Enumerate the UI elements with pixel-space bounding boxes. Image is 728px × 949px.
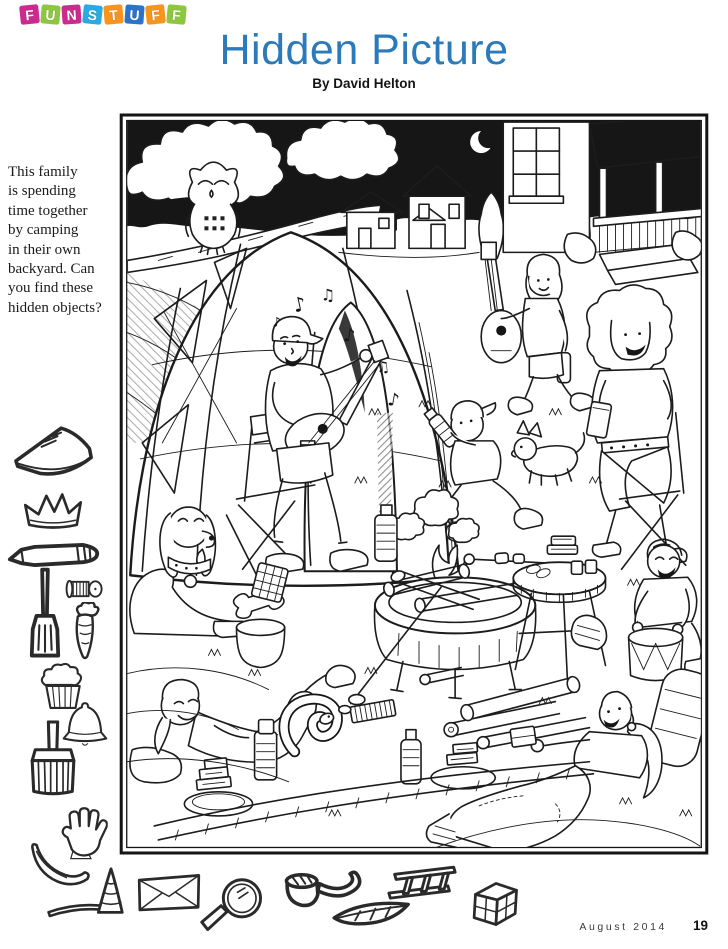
- logo-letter-tile: S: [82, 4, 103, 25]
- grass-tufts: [207, 399, 693, 817]
- logo-letter-tile: U: [40, 4, 61, 25]
- intro-line: backyard. Can: [8, 261, 95, 278]
- logo-letter-tile: F: [145, 4, 166, 25]
- ladder-icon: [386, 862, 458, 904]
- cooking-pot: [235, 618, 286, 669]
- tree-foliage: [285, 121, 400, 181]
- magnifying-glass-icon: [192, 876, 274, 934]
- page-title: Hidden Picture: [219, 26, 509, 74]
- svg-text:♪: ♪: [386, 389, 401, 412]
- page-number: 19: [692, 918, 708, 933]
- drummer-boy: [627, 538, 701, 682]
- byline: By David Helton: [312, 76, 416, 91]
- snake: [278, 693, 343, 758]
- music-notes: ♪ ♫ ♪ ♫ ♪ ♪: [273, 286, 401, 412]
- logo-letter-tile: U: [124, 4, 145, 25]
- svg-text:♪: ♪: [291, 291, 309, 317]
- carried-guitar: [480, 241, 523, 364]
- blanket-edges: [127, 667, 701, 847]
- sneaker: [570, 614, 608, 651]
- waffle-icon: [466, 878, 526, 930]
- pie-slice-icon: [8, 422, 100, 484]
- logo-letter-tile: F: [19, 4, 40, 25]
- intro-line: you find these: [8, 280, 93, 297]
- logo-letter-tile: F: [166, 4, 187, 25]
- smartphone: [585, 400, 613, 439]
- hidden-picture-illustration: ♪ ♫ ♪ ♫ ♪ ♪: [118, 112, 710, 856]
- harmonica: [349, 699, 397, 724]
- page-footer: August 2014 19: [579, 918, 708, 933]
- grill-table: [463, 535, 607, 681]
- svg-text:♪: ♪: [342, 325, 356, 347]
- intro-line: is spending: [8, 183, 76, 200]
- phone-woman: [585, 284, 688, 571]
- intro-line: This family: [8, 164, 78, 180]
- svg-text:♪: ♪: [273, 316, 281, 331]
- banana-icon: [26, 832, 94, 888]
- intro-text: This family is spending time together by…: [8, 163, 114, 318]
- fly-swatter: [225, 514, 289, 603]
- cone-icon: [90, 866, 132, 918]
- snack-plate: [183, 757, 254, 817]
- fire-logs: [382, 563, 519, 614]
- owl: [185, 161, 241, 256]
- logo-letter-tile: T: [103, 4, 124, 25]
- carrot-icon: [66, 602, 104, 662]
- stone-path: [153, 760, 595, 841]
- intro-line: by camping: [8, 222, 79, 239]
- small-dog: [510, 420, 586, 486]
- svg-text:♫: ♫: [375, 357, 390, 376]
- house-with-awning: [502, 121, 701, 286]
- foliage-silhouette: [400, 121, 454, 151]
- crown-icon: [20, 490, 86, 532]
- brush-icon: [26, 712, 80, 806]
- intro-line: time together: [8, 202, 88, 219]
- water-bottle: [374, 504, 398, 563]
- crescent-moon: [470, 128, 499, 154]
- svg-text:♫: ♫: [321, 286, 335, 305]
- intro-line: hidden objects?: [8, 299, 102, 316]
- walking-girl: [480, 241, 596, 416]
- water-bottle: [400, 728, 422, 785]
- reclining-girl: [425, 668, 701, 847]
- campfire: [350, 489, 537, 705]
- logo-letter-tile: N: [61, 4, 82, 25]
- issue-date: August 2014: [579, 921, 667, 933]
- intro-line: in their own: [8, 241, 81, 258]
- thermos: [253, 718, 278, 781]
